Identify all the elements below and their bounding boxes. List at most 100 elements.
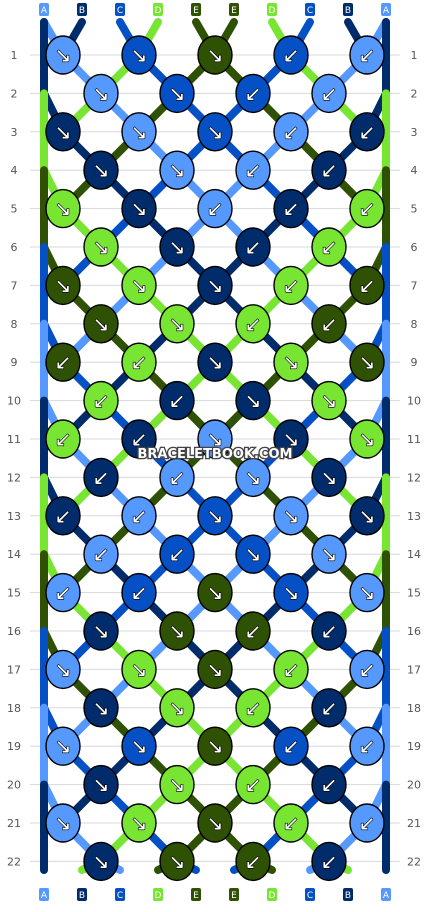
knot-oval <box>197 112 233 152</box>
knot: ↘ <box>83 688 119 728</box>
knot-oval <box>235 841 271 882</box>
row-label-left: 1 <box>11 49 18 62</box>
knot-arrow-icon: ↘ <box>207 120 224 144</box>
knot-oval <box>273 265 309 306</box>
knot-arrow-icon: ↘ <box>131 811 148 835</box>
string-label-bottom-swatch <box>77 888 87 901</box>
knot: ↘ <box>45 649 81 690</box>
knot: ↘ <box>273 419 309 459</box>
knot-oval <box>273 496 309 536</box>
knot-arrow-icon: ↘ <box>359 427 376 451</box>
knot: ↘ <box>83 73 119 114</box>
knot: ↙ <box>273 726 309 766</box>
knot-arrow-icon: ↙ <box>245 696 262 720</box>
knot: ↙ <box>273 649 309 690</box>
row-label-left: 17 <box>7 663 21 676</box>
string-label-bottom-swatch <box>381 888 391 901</box>
knot: ↘ <box>235 457 271 498</box>
knot-arrow-icon: ↘ <box>131 273 148 297</box>
string-label-top: D <box>269 6 276 16</box>
row-label-right: 11 <box>407 433 421 446</box>
knot-arrow-icon: ↙ <box>131 581 148 605</box>
row-label-right: 9 <box>411 356 418 369</box>
string-label-bottom-swatch <box>39 888 49 901</box>
knot-arrow-icon: ↙ <box>359 273 376 297</box>
knot: ↙ <box>235 611 271 651</box>
knot-oval <box>45 265 81 306</box>
knot: ↘ <box>197 265 233 306</box>
string-label-top-swatch <box>153 3 163 16</box>
knot: ↘ <box>197 572 233 613</box>
knot-arrow-icon: ↘ <box>245 389 262 413</box>
knot: ↙ <box>311 841 347 882</box>
knot-arrow-icon: ↘ <box>169 158 186 182</box>
knot: ↘ <box>197 649 233 690</box>
knot: ↙ <box>273 188 309 229</box>
knot: ↘ <box>83 150 119 190</box>
row-label-right: 17 <box>407 663 421 676</box>
string-label-top-swatch <box>267 3 277 16</box>
knot: ↙ <box>159 534 195 574</box>
row-label-right: 3 <box>411 126 418 139</box>
knot: ↘ <box>121 35 157 75</box>
knot-arrow-icon: ↙ <box>359 197 376 221</box>
knot-arrow-icon: ↘ <box>169 696 186 720</box>
knot-oval <box>197 496 233 536</box>
string-label-top: E <box>231 6 237 16</box>
row-label-left: 12 <box>7 471 21 484</box>
knot-oval <box>159 534 195 574</box>
knot-arrow-icon: ↘ <box>169 773 186 797</box>
knot: ↘ <box>83 764 119 805</box>
knot-oval <box>311 764 347 805</box>
row-label-left: 22 <box>7 855 21 868</box>
knot-oval <box>159 457 195 498</box>
knot-oval <box>121 342 157 382</box>
knot-arrow-icon: ↘ <box>131 120 148 144</box>
knot-oval <box>197 419 233 459</box>
knot-arrow-icon: ↙ <box>321 312 338 336</box>
knot-oval <box>349 35 385 75</box>
knot-oval <box>159 73 195 114</box>
knot: ↙ <box>45 342 81 382</box>
knot-oval <box>349 803 385 843</box>
knot: ↘ <box>197 496 233 536</box>
string-label-top-swatch <box>343 3 353 16</box>
knot-arrow-icon: ↘ <box>207 581 224 605</box>
knot-oval <box>159 688 195 728</box>
knot-arrow-icon: ↙ <box>245 158 262 182</box>
row-label-right: 13 <box>407 510 421 523</box>
knot-arrow-icon: ↙ <box>283 120 300 144</box>
knot: ↘ <box>273 572 309 613</box>
knot: ↙ <box>197 188 233 229</box>
knot: ↘ <box>45 35 81 75</box>
row-label-right: 7 <box>411 279 418 292</box>
knot: ↘ <box>83 841 119 882</box>
knot: ↘ <box>83 304 119 344</box>
knot-oval <box>83 150 119 190</box>
knot-arrow-icon: ↘ <box>207 811 224 835</box>
knot: ↘ <box>159 227 195 267</box>
string-label-bottom: C <box>117 891 123 901</box>
knot-oval <box>197 342 233 382</box>
knot-arrow-icon: ↘ <box>93 81 110 105</box>
string-label-bottom: E <box>193 891 199 901</box>
knot-arrow-icon: ↙ <box>321 773 338 797</box>
knot-arrow-icon: ↘ <box>359 504 376 528</box>
knot-arrow-icon: ↙ <box>283 657 300 681</box>
knot: ↘ <box>273 496 309 536</box>
knot-oval <box>235 73 271 114</box>
knot-arrow-icon: ↘ <box>207 427 224 451</box>
knot: ↘ <box>45 803 81 843</box>
knot-arrow-icon: ↘ <box>131 43 148 67</box>
knot: ↘ <box>45 265 81 306</box>
knot: ↘ <box>159 841 195 882</box>
row-label-left: 15 <box>7 587 21 600</box>
knot: ↙ <box>121 572 157 613</box>
knot: ↙ <box>349 188 385 229</box>
string-label-top: A <box>41 6 48 16</box>
knot-oval <box>235 227 271 267</box>
knot-arrow-icon: ↘ <box>321 389 338 413</box>
knot-arrow-icon: ↙ <box>321 696 338 720</box>
knot: ↘ <box>121 265 157 306</box>
